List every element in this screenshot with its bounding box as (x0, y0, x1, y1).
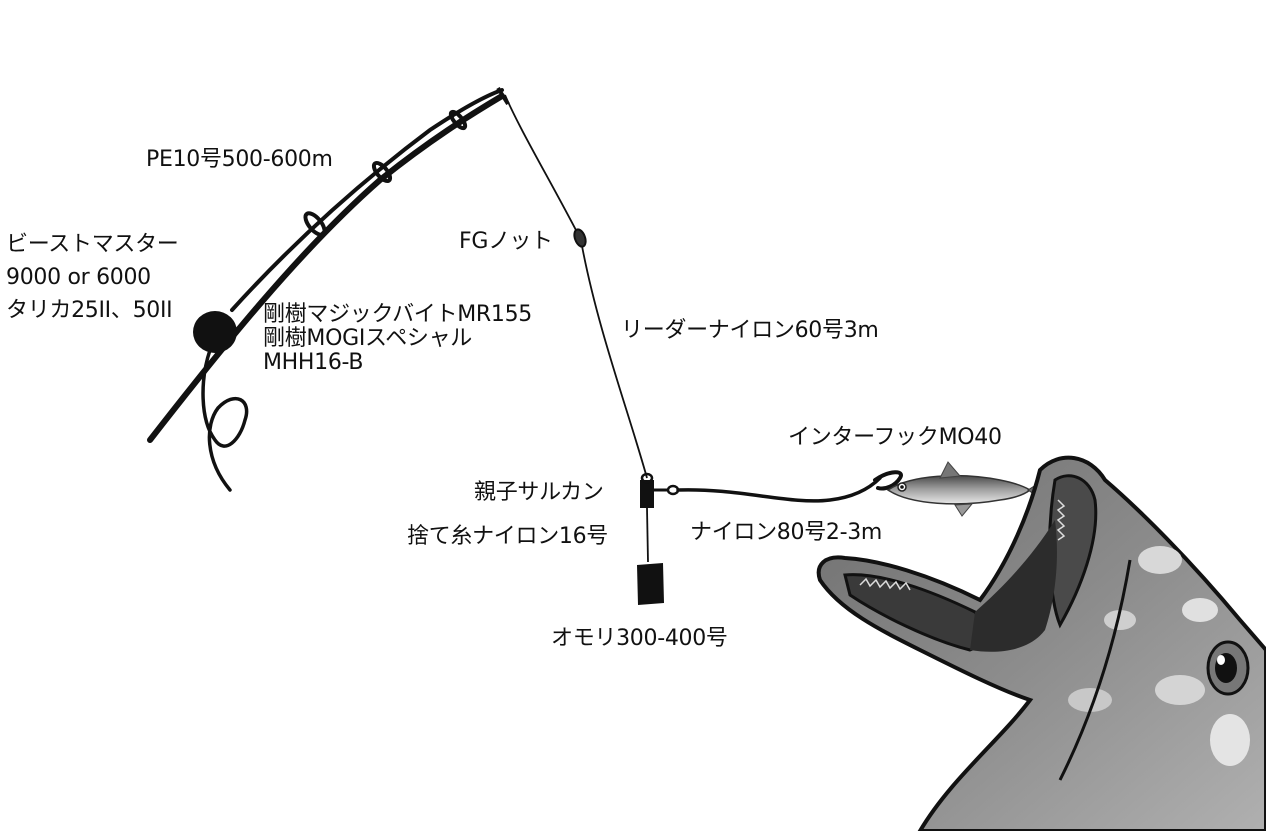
leader-label: リーダーナイロン60号3m (621, 318, 879, 343)
hook-icon (873, 470, 903, 491)
rod-label-line-2: 剛樹MOGIスペシャル (263, 326, 472, 351)
rod-label-line-3: MHH16-B (263, 350, 364, 375)
reel-label-line-1: ビーストマスター (6, 232, 179, 257)
rod-label: 剛樹マジックバイトMR155 剛樹MOGIスペシャル MHH16-B (263, 303, 532, 375)
swivel-icon (640, 472, 680, 508)
big-fish-icon (816, 455, 1266, 831)
reel-icon (193, 311, 249, 492)
rod-label-line-1: 剛樹マジックバイトMR155 (263, 302, 532, 327)
harris-line-icon (676, 476, 882, 503)
reel-label: ビーストマスター 9000 or 6000 タリカ25II、50II (6, 228, 179, 327)
bait-fish-icon (886, 461, 1051, 517)
knot-label: FGノット (459, 229, 553, 254)
knot-icon (573, 228, 587, 248)
sinker-label: オモリ300-400号 (551, 626, 728, 651)
reel-label-line-3: タリカ25II、50II (6, 298, 173, 323)
line-icon (504, 94, 648, 479)
hook-label: インターフックMO40 (788, 425, 1002, 450)
sinker-line-label: 捨て糸ナイロン16号 (407, 524, 608, 549)
main-line-label: PE10号500-600m (146, 147, 333, 172)
harris-label: ナイロン80号2-3m (690, 520, 883, 545)
swivel-label: 親子サルカン (474, 480, 604, 505)
reel-label-line-2: 9000 or 6000 (6, 265, 151, 290)
sinker-icon (637, 507, 664, 605)
